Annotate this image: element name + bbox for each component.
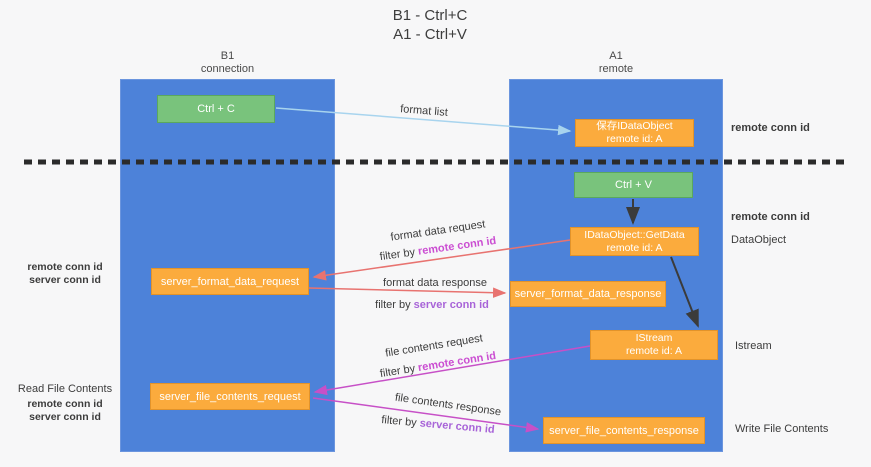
arrow-file-contents-response bbox=[312, 397, 540, 433]
left-annotation-remote-conn-id: remote conn id bbox=[27, 261, 103, 273]
lane-b1-role: connection bbox=[200, 63, 255, 75]
edge-label-filter-server-1: filter by server conn id bbox=[375, 299, 489, 311]
server-conn-id-text: server conn id bbox=[413, 299, 489, 311]
right-annotation-istream: Istream bbox=[735, 340, 772, 352]
node-idataobject-getdata: IDataObject::GetData remote id: A bbox=[570, 227, 699, 256]
left-annotation-read-file-contents: Read File Contents bbox=[17, 383, 113, 395]
title-line-2: A1 - Ctrl+V bbox=[393, 26, 467, 43]
arrow-format-data-response bbox=[308, 287, 507, 298]
node-server-format-data-request-label: server_format_data_request bbox=[160, 275, 300, 288]
node-server-file-contents-response-label: server_file_contents_response bbox=[549, 424, 699, 437]
node-server-format-data-response-label: server_format_data_response bbox=[514, 288, 662, 300]
lane-header-a1: A1 remote bbox=[509, 50, 723, 76]
node-server-file-contents-request: server_file_contents_request bbox=[150, 383, 310, 410]
node-getdata-line2: remote id: A bbox=[606, 241, 663, 254]
right-annotation-dataobject: DataObject bbox=[731, 234, 787, 246]
node-server-format-data-response: server_format_data_response bbox=[510, 281, 666, 307]
lane-header-b1: B1 connection bbox=[120, 50, 335, 76]
edge-label-format-data-response: format data response bbox=[383, 277, 487, 289]
node-save-idataobject-line1: 保存IDataObject bbox=[596, 120, 673, 132]
arrow-format-list bbox=[275, 107, 572, 136]
node-ctrl-c-label: Ctrl + C bbox=[197, 103, 235, 115]
right-annotation-remote-conn-id-mid: remote conn id bbox=[731, 211, 810, 223]
left-annotation-server-conn-id: server conn id bbox=[29, 274, 101, 286]
lane-a1-role: remote bbox=[598, 63, 634, 75]
node-getdata-line1: IDataObject::GetData bbox=[584, 228, 685, 241]
node-ctrl-c: Ctrl + C bbox=[157, 95, 275, 123]
node-istream-line1: IStream bbox=[635, 332, 673, 344]
node-ctrl-v: Ctrl + V bbox=[574, 172, 693, 198]
diagram-title: B1 - Ctrl+C A1 - Ctrl+V bbox=[0, 6, 860, 44]
node-server-file-contents-request-label: server_file_contents_request bbox=[159, 390, 301, 403]
left-annotation-remote-conn-id-2: remote conn id bbox=[27, 398, 103, 410]
lane-b1-name: B1 bbox=[220, 50, 235, 62]
node-save-idataobject: 保存IDataObject remote id: A bbox=[575, 119, 694, 147]
filter-by-text: filter by bbox=[375, 299, 414, 311]
title-line-1: B1 - Ctrl+C bbox=[392, 7, 468, 24]
arrow-file-contents-request bbox=[313, 345, 591, 396]
node-server-format-data-request: server_format_data_request bbox=[151, 268, 309, 295]
node-ctrl-v-label: Ctrl + V bbox=[615, 179, 652, 191]
arrow-format-data-request bbox=[312, 239, 571, 281]
node-istream-line2: remote id: A bbox=[625, 345, 683, 357]
right-annotation-remote-conn-id-top: remote conn id bbox=[731, 122, 810, 134]
right-annotation-write-file-contents: Write File Contents bbox=[735, 423, 829, 435]
node-save-idataobject-line2: remote id: A bbox=[606, 133, 663, 145]
node-server-file-contents-response: server_file_contents_response bbox=[543, 417, 705, 444]
left-annotation-server-conn-id-2: server conn id bbox=[29, 411, 101, 423]
arrow-getdata-to-istream bbox=[670, 256, 699, 328]
node-istream: IStream remote id: A bbox=[590, 330, 718, 360]
lane-a1-name: A1 bbox=[609, 50, 623, 62]
